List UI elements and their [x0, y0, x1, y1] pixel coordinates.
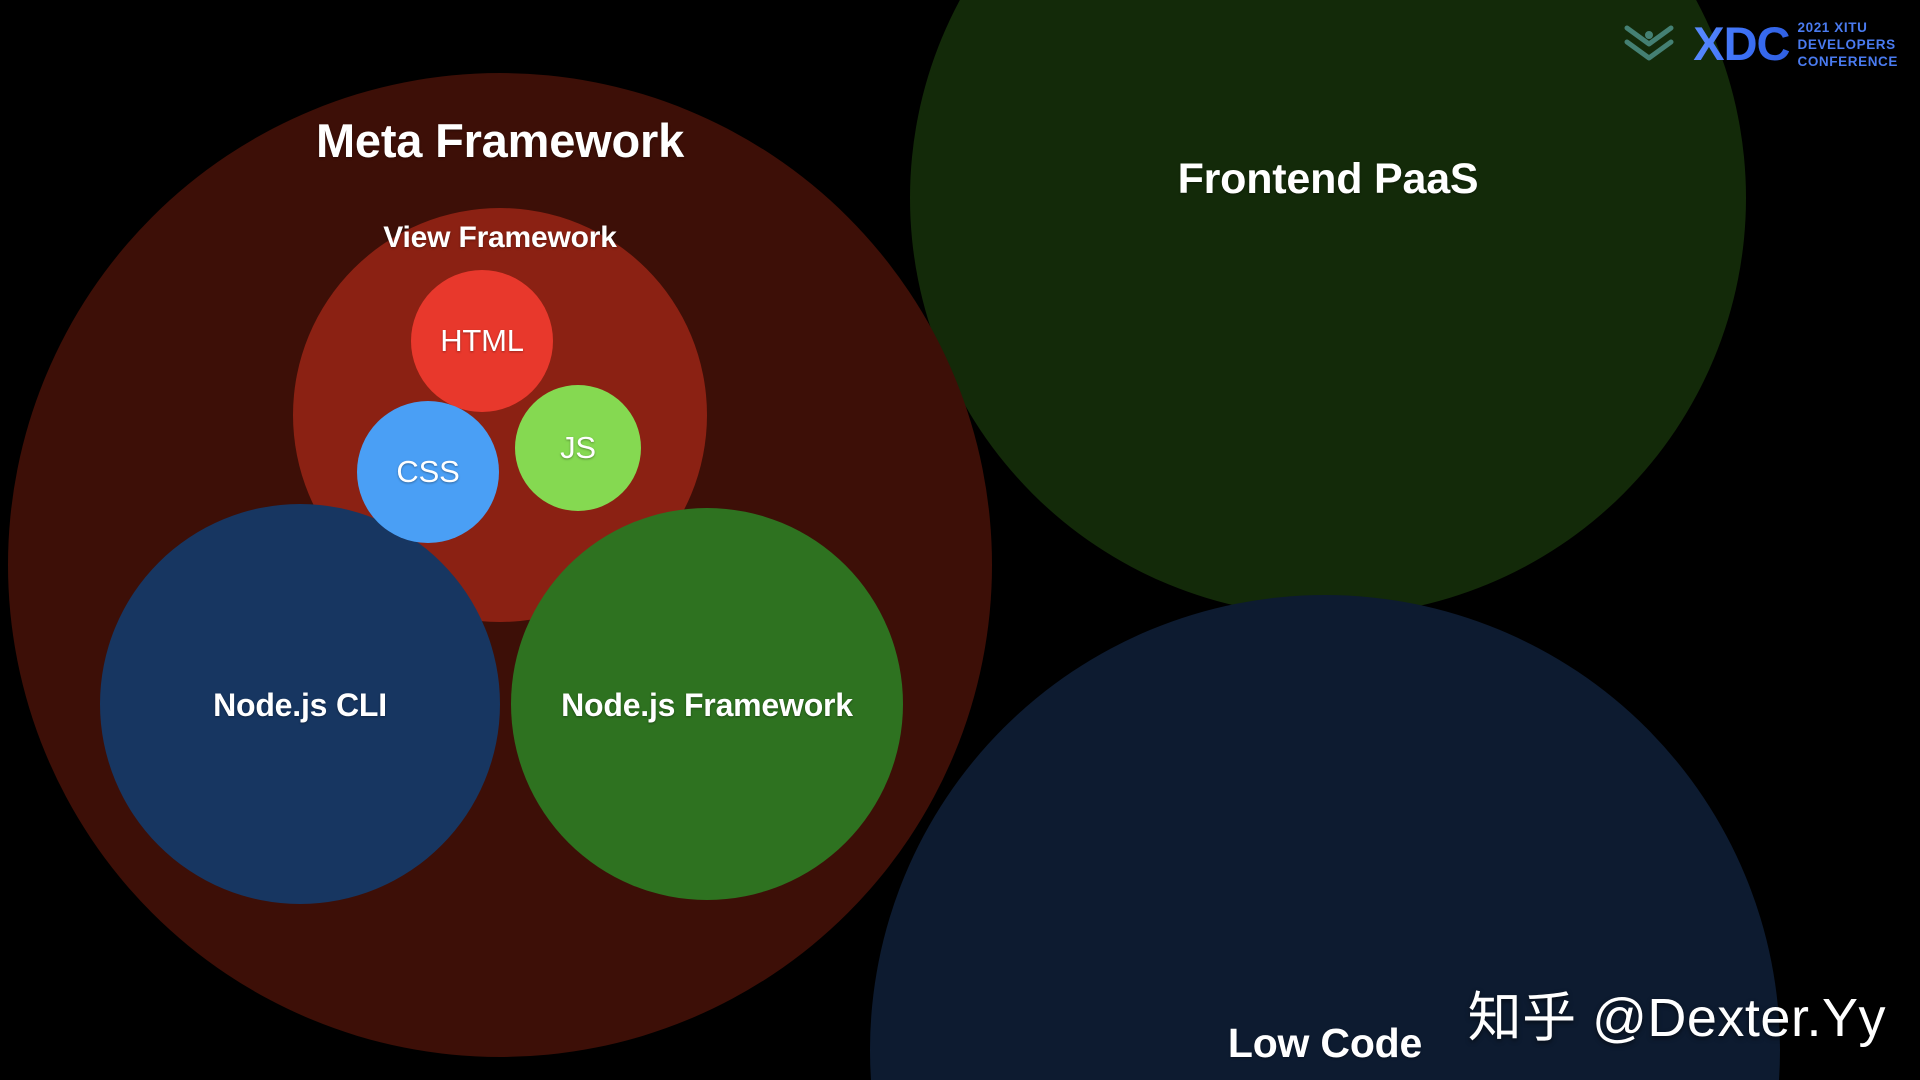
circle-html[interactable]: HTML — [411, 270, 553, 412]
chevron-stack-icon — [1624, 25, 1674, 61]
circle-js[interactable]: JS — [515, 385, 641, 511]
circle-nodejs-framework[interactable]: Node.js Framework — [511, 508, 903, 900]
circle-label-html: HTML — [440, 323, 524, 358]
logo-wordmark: XDC — [1693, 17, 1790, 71]
circle-label-view-framework: View Framework — [383, 221, 617, 254]
conference-logo: XDC 2021 XITU DEVELOPERS CONFERENCE — [1623, 18, 1898, 70]
circle-label-low-code: Low Code — [1227, 1020, 1423, 1066]
circle-label-meta-framework: Meta Framework — [315, 114, 685, 167]
circle-css[interactable]: CSS — [357, 401, 499, 543]
circle-label-frontend-paas: Frontend PaaS — [1177, 155, 1479, 203]
logo-tagline-line-3: CONFERENCE — [1797, 53, 1898, 69]
circle-nodejs-cli[interactable]: Node.js CLI — [100, 504, 500, 904]
watermark-text: 知乎 @Dexter.Yy — [1467, 988, 1886, 1048]
circle-label-js: JS — [560, 430, 596, 465]
circle-label-css: CSS — [396, 454, 460, 489]
circle-label-nodejs-cli: Node.js CLI — [213, 687, 387, 723]
logo-lockup: XDC 2021 XITU DEVELOPERS CONFERENCE — [1693, 18, 1898, 70]
logo-tagline-line-1: 2021 XITU — [1797, 20, 1868, 35]
logo-tagline-line-2: DEVELOPERS — [1797, 36, 1896, 52]
circle-label-nodejs-framework: Node.js Framework — [561, 687, 853, 723]
logo-tagline: 2021 XITU DEVELOPERS CONFERENCE — [1797, 18, 1898, 70]
circle-frontend-paas[interactable]: Frontend PaaS — [910, 0, 1746, 616]
